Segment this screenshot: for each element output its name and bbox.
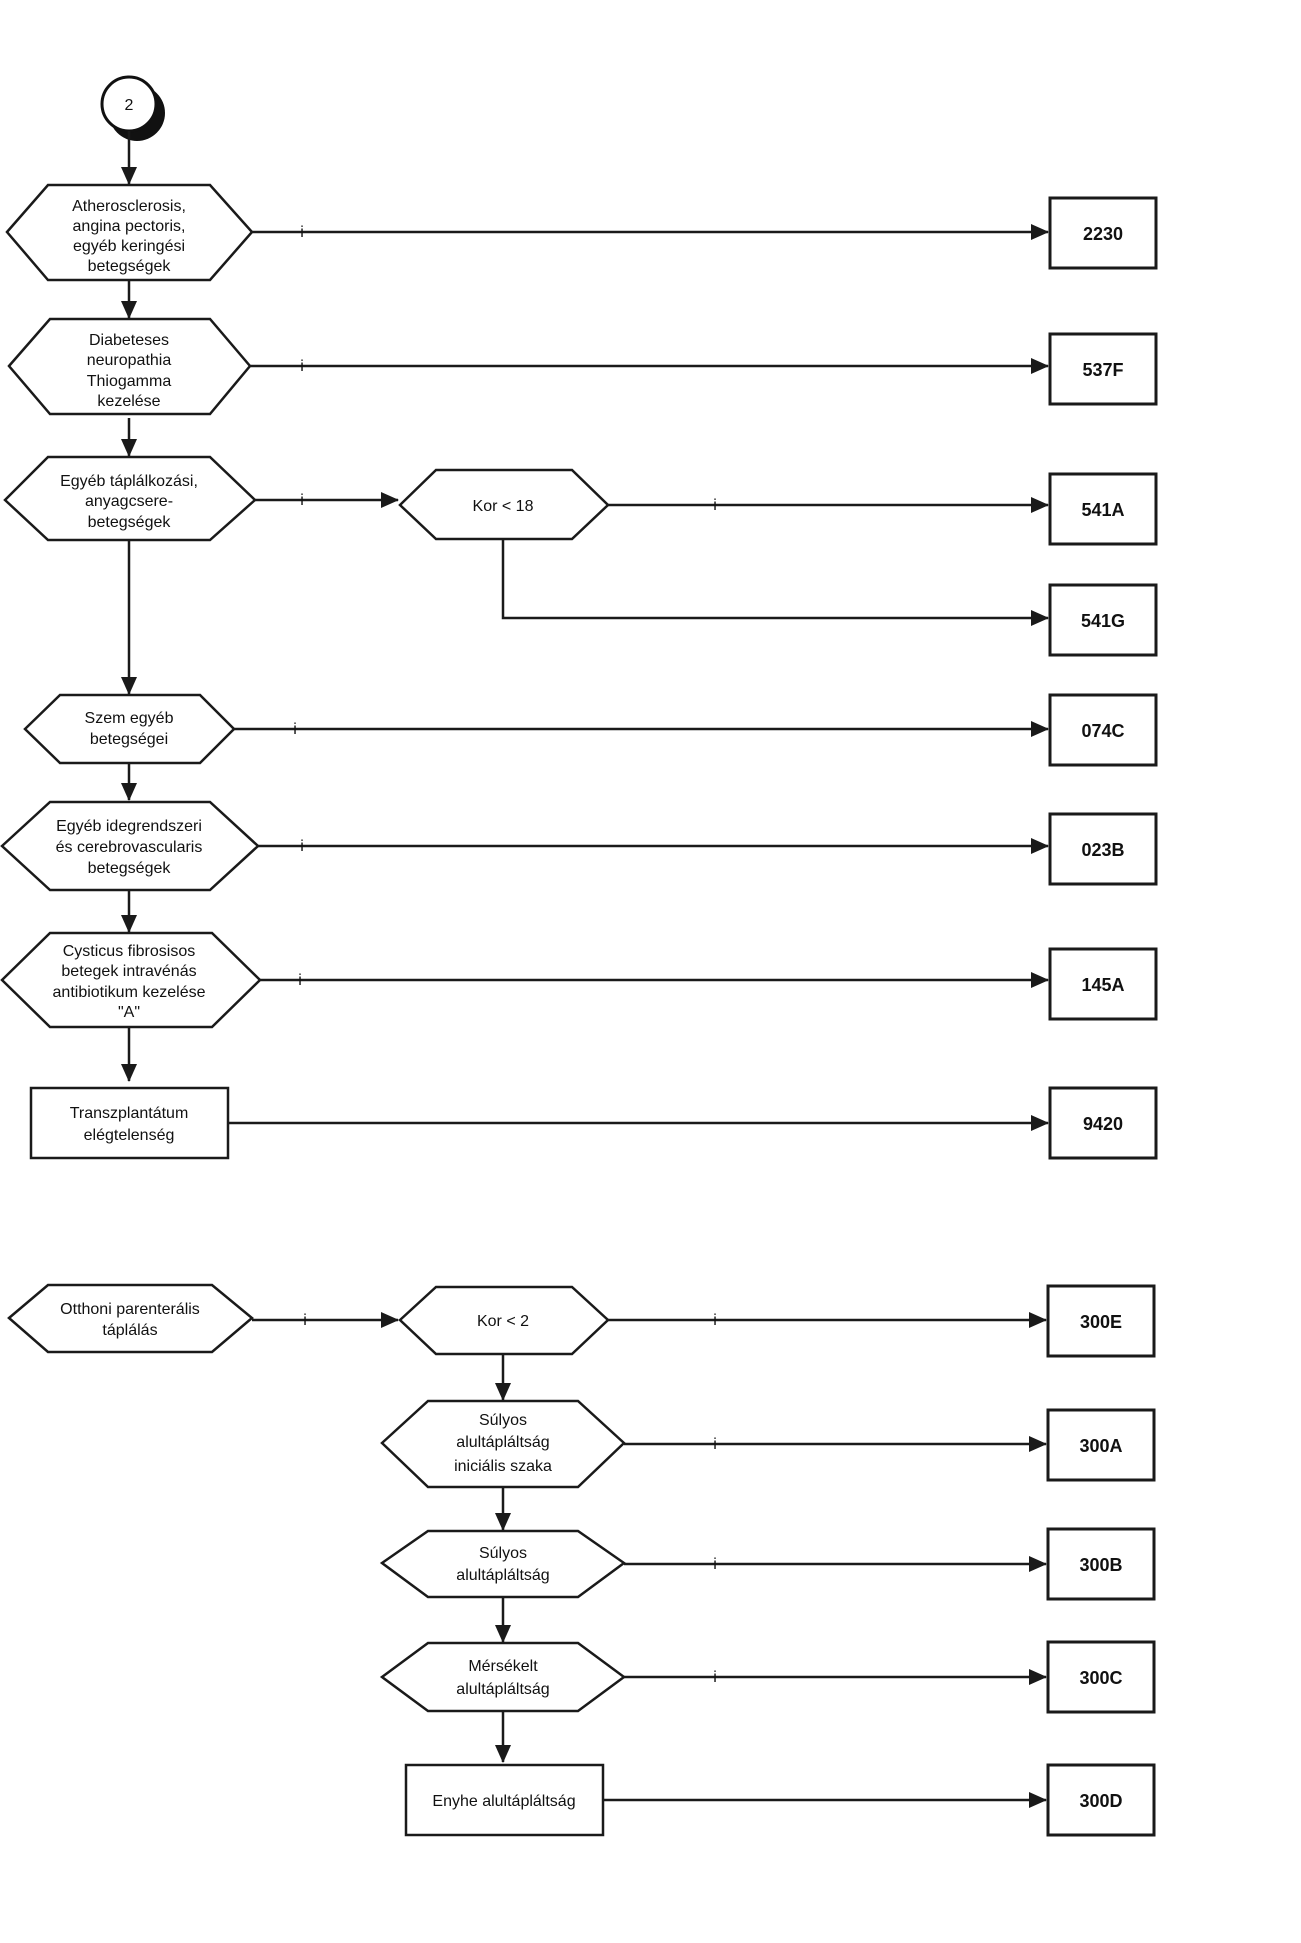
node-text-line: neuropathia bbox=[87, 352, 172, 369]
code-box-300A: 300A bbox=[1046, 1408, 1156, 1482]
yes-label: i bbox=[713, 1436, 717, 1453]
node-sulyos: Súlyos alultápláltság bbox=[379, 1529, 627, 1599]
code-label: 541A bbox=[1081, 500, 1124, 520]
node-text-line: betegségek bbox=[88, 514, 172, 531]
code-label: 074C bbox=[1081, 721, 1124, 741]
node-text-line: egyéb keringési bbox=[73, 238, 185, 255]
node-text-line: alultápláltság bbox=[456, 1434, 549, 1451]
yes-label: i bbox=[293, 721, 297, 738]
yes-label: i bbox=[303, 1312, 307, 1329]
code-box-145A: 145A bbox=[1048, 947, 1158, 1021]
node-szem: Szem egyéb betegségei bbox=[23, 693, 236, 765]
node-text-line: kezelése bbox=[97, 393, 160, 410]
node-text-line: Thiogamma bbox=[87, 373, 172, 390]
node-text-line: Kor < 2 bbox=[477, 1313, 529, 1330]
node-text-line: Súlyos bbox=[479, 1545, 527, 1562]
code-label: 300E bbox=[1080, 1312, 1122, 1332]
yes-label: i bbox=[300, 838, 304, 855]
node-text-line: angina pectoris, bbox=[73, 218, 186, 235]
code-label: 145A bbox=[1081, 975, 1124, 995]
yes-label: i bbox=[300, 492, 304, 509]
code-box-300E: 300E bbox=[1046, 1284, 1156, 1358]
node-text-line: Enyhe alultápláltság bbox=[432, 1793, 575, 1810]
yes-label: i bbox=[713, 1556, 717, 1573]
node-text-line: anyagcsere- bbox=[85, 493, 173, 510]
node-text-line: és cerebrovascularis bbox=[56, 839, 203, 856]
code-label: 023B bbox=[1081, 840, 1124, 860]
node-text-line: Egyéb táplálkozási, bbox=[60, 473, 198, 490]
node-idegrendszeri: Egyéb idegrendszeri és cerebrovascularis… bbox=[0, 800, 260, 892]
node-kor-18: Kor < 18 bbox=[398, 468, 610, 541]
node-text-line: elégtelenség bbox=[84, 1127, 175, 1144]
code-box-541A: 541A bbox=[1048, 472, 1158, 546]
yes-label: i bbox=[298, 972, 302, 989]
node-text-line: Transzplantátum bbox=[70, 1105, 189, 1122]
node-cysticus: Cysticus fibrosisos betegek intravénás a… bbox=[0, 931, 262, 1029]
node-text-line: Szem egyéb bbox=[85, 710, 174, 727]
node-sulyos-inicialis: Súlyos alultápláltság iniciális szaka bbox=[380, 1399, 626, 1489]
code-label: 300A bbox=[1079, 1436, 1122, 1456]
code-box-537F: 537F bbox=[1048, 332, 1158, 406]
connector-label: 2 bbox=[125, 97, 134, 114]
node-transzplantatum: Transzplantátum elégtelenség bbox=[29, 1086, 230, 1160]
code-box-2230: 2230 bbox=[1048, 196, 1158, 270]
node-text-line: alultápláltság bbox=[456, 1681, 549, 1698]
yes-label: i bbox=[713, 497, 717, 514]
node-otthoni: Otthoni parenterális táplálás bbox=[7, 1283, 254, 1354]
node-text-line: betegségek bbox=[88, 258, 172, 275]
node-text-line: Mérsékelt bbox=[468, 1658, 538, 1675]
code-label: 2230 bbox=[1083, 224, 1123, 244]
code-label: 300C bbox=[1079, 1668, 1122, 1688]
node-mersekelt: Mérsékelt alultápláltság bbox=[379, 1641, 627, 1713]
node-text-line: Atherosclerosis, bbox=[72, 198, 186, 215]
node-text-line: betegek intravénás bbox=[61, 963, 196, 980]
code-label: 541G bbox=[1081, 611, 1125, 631]
node-diabeteses: Diabeteses neuropathia Thiogamma kezelés… bbox=[7, 317, 252, 416]
arrow-kor18-541G bbox=[501, 539, 1049, 626]
node-text-line: táplálás bbox=[102, 1322, 157, 1339]
code-box-541G: 541G bbox=[1048, 583, 1158, 657]
yes-label: i bbox=[713, 1669, 717, 1686]
node-text-line: "A" bbox=[118, 1004, 140, 1021]
yes-label: i bbox=[713, 1312, 717, 1329]
node-text-line: betegségei bbox=[90, 731, 168, 748]
code-label: 300B bbox=[1079, 1555, 1122, 1575]
node-text-line: Kor < 18 bbox=[473, 498, 534, 515]
connector-2: 2 bbox=[100, 75, 165, 141]
code-box-300B: 300B bbox=[1046, 1527, 1156, 1601]
node-text-line: Cysticus fibrosisos bbox=[63, 943, 195, 960]
code-label: 537F bbox=[1082, 360, 1123, 380]
node-atherosclerosis: Atherosclerosis, angina pectoris, egyéb … bbox=[5, 183, 254, 282]
code-label: 9420 bbox=[1083, 1114, 1123, 1134]
code-box-300C: 300C bbox=[1046, 1640, 1156, 1714]
code-box-300D: 300D bbox=[1046, 1763, 1156, 1837]
node-text-line: betegségek bbox=[88, 860, 172, 877]
node-text-line: antibiotikum kezelése bbox=[53, 984, 206, 1001]
node-kor-2: Kor < 2 bbox=[398, 1285, 610, 1356]
node-text-line: iniciális szaka bbox=[454, 1458, 552, 1475]
yes-label: i bbox=[300, 224, 304, 241]
yes-label: i bbox=[300, 358, 304, 375]
node-text-line: Diabeteses bbox=[89, 332, 169, 349]
code-box-023B: 023B bbox=[1048, 812, 1158, 886]
node-taplalkozasi: Egyéb táplálkozási, anyagcsere- betegség… bbox=[3, 455, 257, 542]
node-text-line: alultápláltság bbox=[456, 1567, 549, 1584]
node-text-line: Otthoni parenterális bbox=[60, 1301, 200, 1318]
node-text-line: Egyéb idegrendszeri bbox=[56, 818, 202, 835]
code-label: 300D bbox=[1079, 1791, 1122, 1811]
code-box-9420: 9420 bbox=[1048, 1086, 1158, 1160]
node-enyhe: Enyhe alultápláltság bbox=[404, 1763, 605, 1837]
code-box-074C: 074C bbox=[1048, 693, 1158, 767]
node-text-line: Súlyos bbox=[479, 1412, 527, 1429]
